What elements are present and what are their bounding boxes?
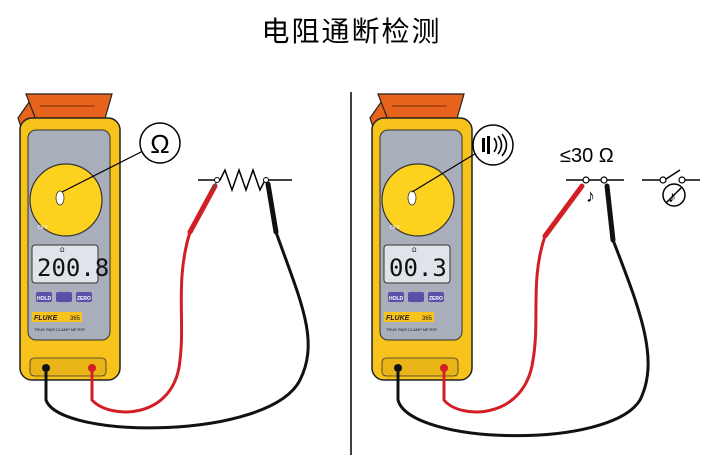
zero-button-left: ZERO (77, 296, 91, 302)
red-lead-left (90, 231, 192, 414)
clamp-meter-left (17, 93, 121, 381)
black-lead-left (44, 231, 310, 430)
red-probe-right (542, 183, 585, 239)
black-lead-right (396, 239, 650, 438)
resistor-symbol (198, 167, 292, 193)
lcd-unit-right: Ω (412, 248, 417, 254)
diagram-title: 电阻通断检测 (261, 15, 442, 48)
no-sound-icon: ♪ (662, 183, 686, 207)
red-lead-right (442, 235, 547, 414)
clamp-meter-right (369, 93, 473, 381)
ohm-icon: Ω (150, 129, 169, 159)
callout-line-right (411, 151, 479, 193)
meter-subtitle-left: TRUE RMS CLAMP METER (34, 327, 85, 332)
model-left: 365 (70, 316, 81, 322)
closed-switch-symbol (566, 176, 624, 184)
left-panel: 200.8 Ω HOLD ZERO FLUKE 365 TRUE RMS CLA… (17, 93, 310, 430)
right-panel: 00.3 Ω HOLD ZERO FLUKE 365 TRUE RMS CLAM… (369, 93, 700, 438)
open-switch-symbol (642, 169, 700, 184)
beeper-icon (482, 133, 508, 157)
lcd-unit-left: Ω (60, 248, 65, 254)
lcd-reading-right: 00.3 (389, 254, 447, 282)
model-right: 365 (422, 316, 433, 322)
hold-button-left: HOLD (37, 296, 52, 302)
hold-button-right: HOLD (389, 296, 404, 302)
brand-left: FLUKE (34, 315, 58, 322)
zero-button-right: ZERO (429, 296, 443, 302)
brand-right: FLUKE (386, 315, 410, 322)
music-note-icon: ♪ (586, 186, 595, 206)
ohm-callout-circle (139, 122, 181, 164)
lcd-reading-left: 200.8 (37, 254, 109, 282)
meter-subtitle-right: TRUE RMS CLAMP METER (386, 327, 437, 332)
black-probe-right (604, 183, 616, 243)
threshold-label: ≤30 Ω (560, 145, 614, 167)
black-probe-left (265, 181, 279, 235)
callout-line-left (61, 149, 146, 193)
resistor-terminal-a (214, 177, 220, 183)
red-probe-left (187, 183, 218, 235)
